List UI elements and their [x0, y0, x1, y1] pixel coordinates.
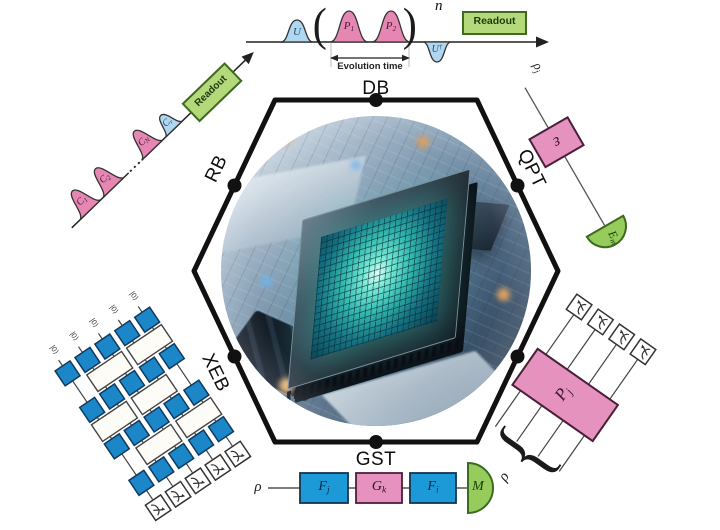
- rb-readout-box: [181, 62, 243, 123]
- xeb-1q-gate: [182, 379, 210, 407]
- edge-dot-gst: [369, 435, 383, 449]
- gst-circuit: ρ Fj Gk Fi M: [250, 455, 510, 520]
- readout-box: [462, 11, 527, 35]
- xeb-1q-gate: [133, 306, 161, 334]
- rb-axis-dots: [129, 158, 144, 173]
- evolution-time-label: Evolution time: [337, 61, 403, 72]
- xeb-1q-gate: [143, 405, 171, 434]
- xeb-2q-gate: [134, 423, 183, 466]
- pulse-cr: [159, 113, 184, 138]
- qpt-detector-shape: [585, 214, 628, 249]
- paren-open: (: [312, 0, 327, 51]
- db-readout-label: Readout: [473, 15, 516, 27]
- xeb-1q-gate: [118, 369, 146, 397]
- label-gst: GST: [355, 449, 397, 470]
- xeb-1q-gate: [73, 346, 102, 374]
- xeb-2q-gate: [174, 396, 223, 439]
- pulse-c1: [70, 189, 102, 221]
- xeb-1q-gate: [167, 442, 195, 470]
- xeb-1q-gate: [147, 455, 175, 483]
- xeb-2q-gate: [130, 373, 179, 416]
- edge-dot-db: [369, 93, 383, 107]
- gst-f1-label: Fj: [318, 479, 330, 496]
- pulse-p2: [371, 10, 411, 43]
- evolution-arrowhead-left: [330, 54, 338, 62]
- xeb-1q-gate: [162, 392, 191, 420]
- edge-dot-rb: [227, 178, 242, 193]
- repeat-exponent: n: [435, 0, 443, 14]
- bokeh-dot: [279, 130, 293, 144]
- xeb-1q-gate: [127, 469, 155, 497]
- pulse-label-p2: P2: [385, 20, 397, 33]
- xeb-1q-gate: [123, 419, 151, 447]
- pulse-label-p1: P1: [343, 20, 355, 33]
- qpt-channel-box: [528, 115, 585, 169]
- edge-dot-dfe: [510, 349, 525, 364]
- gst-detector-label: M: [472, 479, 484, 494]
- axis-arrowhead: [536, 36, 549, 48]
- label-db: DB: [362, 78, 390, 99]
- xeb-1q-gate: [103, 432, 131, 460]
- xeb-1q-gate: [54, 359, 82, 387]
- db-pulse-sequence: ( ) U P1 P2 n U† Evolution time Readout: [238, 0, 553, 82]
- pulse-c2: [93, 167, 125, 199]
- pulse-label-u: U: [293, 26, 301, 38]
- pulse-u-dagger: [422, 41, 452, 63]
- pulse-cn: [132, 129, 164, 161]
- gst-fiducial-box-2: [409, 472, 457, 504]
- qpt-diagram: ρj ε Em: [492, 59, 656, 286]
- xeb-1q-gate: [138, 356, 166, 384]
- xeb-1q-gate: [113, 319, 141, 347]
- paren-close: ): [402, 0, 417, 51]
- xeb-1q-gate: [207, 415, 235, 443]
- gst-g-label: Gk: [371, 479, 387, 496]
- evolution-arrowhead-right: [402, 54, 410, 62]
- chip-photo: [221, 116, 531, 426]
- gst-gate-box: [355, 472, 403, 504]
- pulse-label-u-dagger: U†: [431, 44, 443, 56]
- xeb-1q-gate: [158, 342, 186, 370]
- photo-vignette: [221, 116, 531, 426]
- xeb-circuit: |0⟩ |0⟩ |0⟩ |0⟩ |0⟩: [30, 287, 276, 530]
- xeb-2q-gate: [85, 350, 134, 393]
- dfe-circuit: { ρ Pj: [477, 266, 677, 491]
- xeb-1q-gate: [78, 396, 106, 424]
- xeb-1q-gate: [98, 382, 126, 410]
- edge-dot-xeb: [227, 349, 242, 364]
- edge-dot-qpt: [510, 178, 525, 193]
- pulse-p1: [329, 10, 369, 43]
- dfe-pauli-box: [511, 347, 620, 443]
- gst-fiducial-box-1: [299, 472, 349, 504]
- gst-input-state: ρ: [254, 479, 262, 495]
- gst-detector-shape: [467, 461, 494, 515]
- xeb-2q-gate: [125, 323, 174, 366]
- rb-pulse-sequence: C1 C2 CN Cr Readout: [44, 18, 294, 263]
- xeb-2q-gate: [90, 400, 139, 443]
- xeb-1q-gate: [93, 333, 121, 361]
- pulse-u: [280, 19, 314, 43]
- hexagon-outline: [191, 97, 561, 445]
- gst-f2-label: Fi: [427, 479, 439, 496]
- xeb-1q-gate: [187, 429, 215, 457]
- rb-arrowhead: [241, 52, 254, 65]
